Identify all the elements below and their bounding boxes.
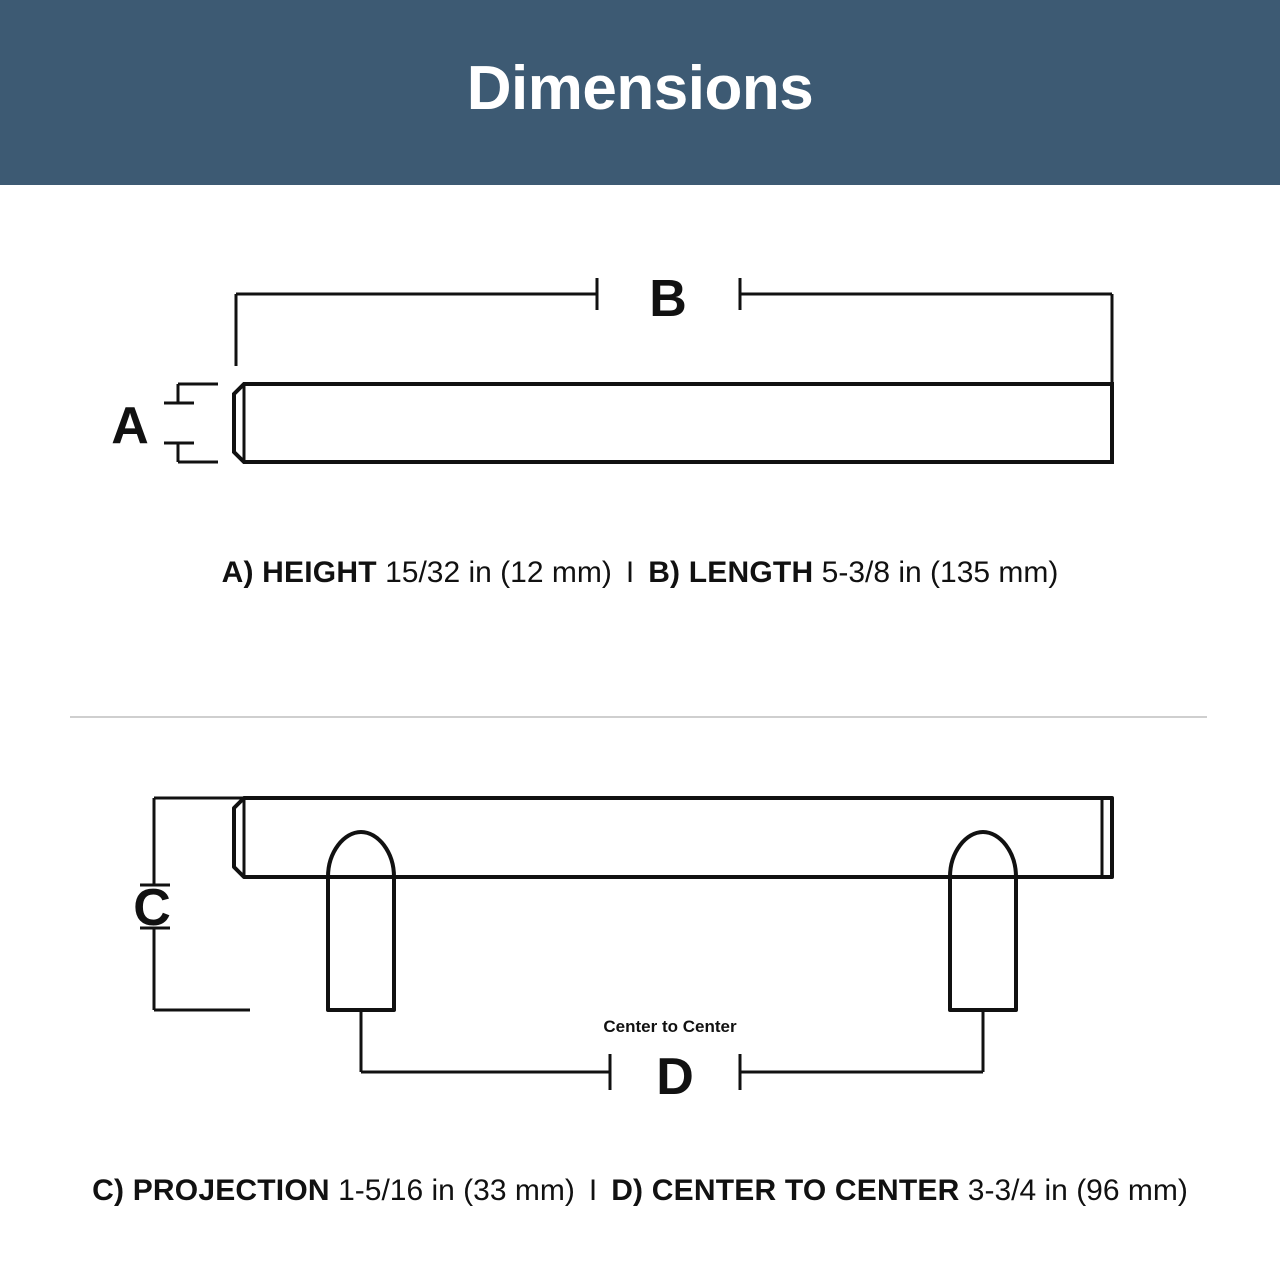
label-a: A — [111, 397, 149, 455]
dimension-line-d — [359, 1012, 985, 1090]
dimension-line-c — [140, 796, 250, 1012]
caption-label-c: C) PROJECTION — [92, 1174, 330, 1207]
t-bar-pull-shape — [232, 796, 1114, 879]
center-to-center-annotation: Center to Center — [603, 1017, 737, 1036]
caption-value-a — [377, 556, 385, 589]
caption-label-b: B) LENGTH — [648, 556, 814, 589]
label-d: D — [656, 1048, 694, 1106]
label-b: B — [649, 270, 687, 328]
caption-label-d: D) CENTER TO CENTER — [611, 1174, 960, 1207]
caption-top: A) HEIGHT 15/32 in (12 mm) I B) LENGTH 5-3… — [0, 558, 1280, 588]
caption-value-c: 1-5/16 in (33 mm) — [338, 1174, 575, 1207]
caption-space-b — [813, 556, 821, 589]
caption-value-d: 3-3/4 in (96 mm) — [967, 1174, 1188, 1207]
label-c: C — [133, 879, 171, 937]
caption-space-d — [959, 1174, 967, 1207]
right-post-shape — [948, 830, 1018, 1012]
left-post-shape — [326, 830, 396, 1012]
bar-profile-shape — [232, 382, 1114, 464]
caption-value-a-text: 15/32 in (12 mm) — [385, 556, 612, 589]
caption-separator: I — [625, 556, 635, 589]
page-title: Dimensions — [466, 53, 814, 123]
caption-space-c — [330, 1174, 338, 1207]
caption-value-b: 5-3/8 in (135 mm) — [821, 556, 1059, 589]
dimension-line-b — [234, 278, 1114, 386]
dimension-line-a — [164, 382, 218, 464]
section-divider — [70, 716, 1207, 718]
caption-separator-2: I — [588, 1174, 598, 1207]
caption-bottom: C) PROJECTION 1-5/16 in (33 mm) I D) CENTE… — [0, 1176, 1280, 1206]
top-diagram: B A — [0, 200, 1280, 530]
caption-label-a: A) HEIGHT — [221, 556, 377, 589]
bottom-diagram: C D Center to Center — [0, 760, 1280, 1120]
page-header: Dimensions — [0, 0, 1280, 185]
